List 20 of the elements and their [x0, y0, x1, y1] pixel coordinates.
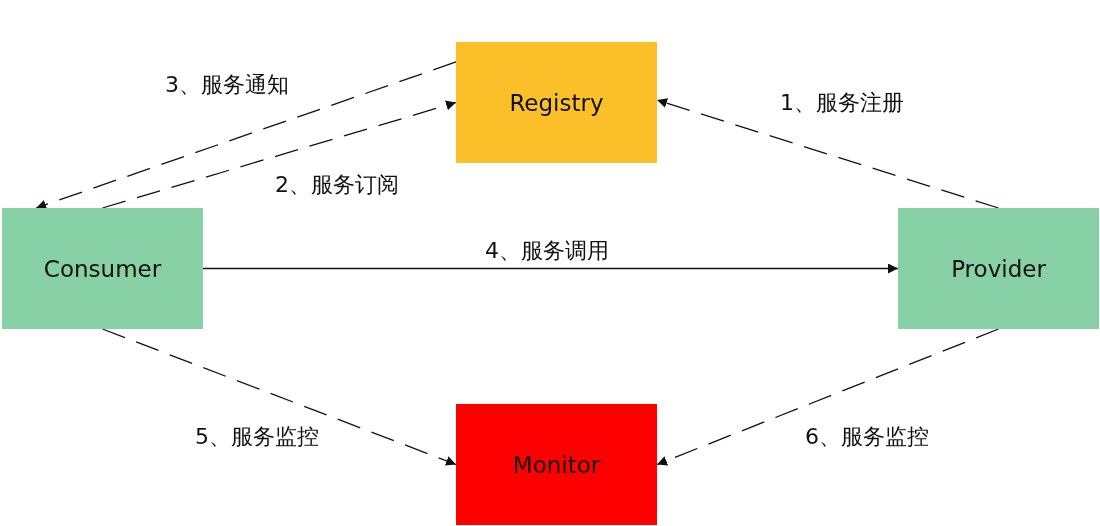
process-box — [456, 404, 657, 525]
process-box — [898, 208, 1099, 329]
edge-label: 2、服务订阅 — [275, 171, 399, 199]
node-label: Registry — [509, 89, 604, 116]
node-label: Consumer — [43, 255, 162, 282]
edge-label: 6、服务监控 — [805, 423, 929, 451]
arrow — [656, 98, 1000, 209]
arrow — [101, 100, 457, 209]
edge-label: 4、服务调用 — [485, 237, 609, 265]
process-box — [2, 208, 203, 329]
edge-label: 3、服务通知 — [165, 71, 289, 99]
node-label: Monitor — [512, 451, 601, 478]
arrow — [656, 328, 1000, 466]
process-box — [456, 42, 657, 163]
arrow — [35, 61, 457, 210]
node-label: Provider — [951, 255, 1046, 282]
edge-label: 5、服务监控 — [195, 423, 319, 451]
arrow — [101, 328, 457, 466]
arrow — [202, 263, 899, 274]
edge-label: 1、服务注册 — [780, 89, 904, 117]
